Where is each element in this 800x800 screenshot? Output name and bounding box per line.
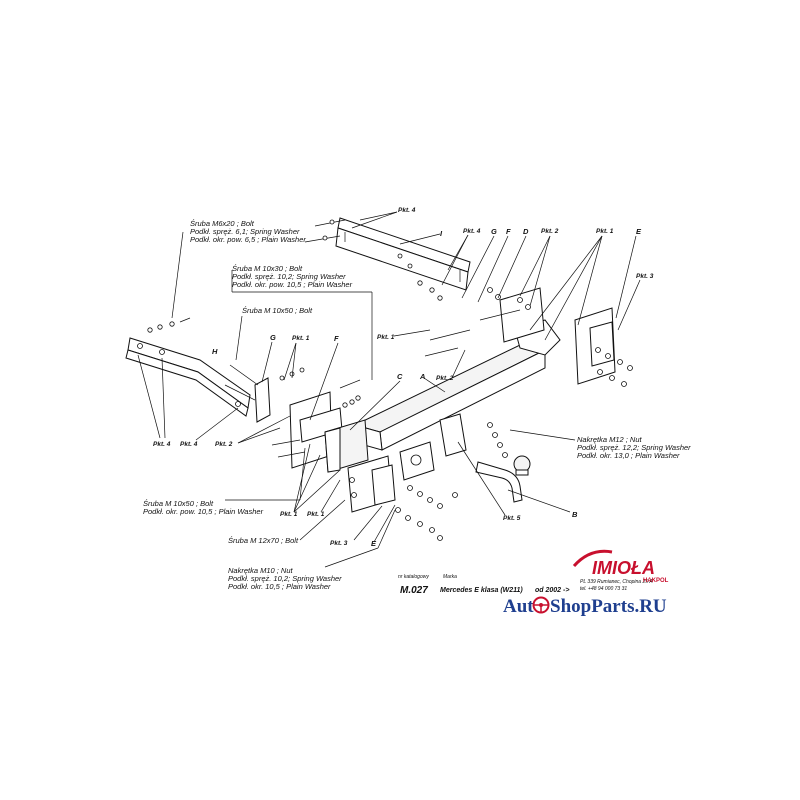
svg-text:Podkł. spręż. 6,1; Spring Wash: Podkł. spręż. 6,1; Spring Washer xyxy=(190,227,300,236)
tag-pkt1-g: Pkt. 1 xyxy=(292,335,310,342)
letter-c: C xyxy=(397,372,403,381)
tag-pkt4-left2: Pkt. 4 xyxy=(180,441,198,448)
callout-bolt-m12x70: Śruba M 12x70 ; Bolt xyxy=(228,536,299,545)
steering-wheel-icon xyxy=(532,596,550,614)
letter-f-top: F xyxy=(506,227,511,236)
tag-pkt2-mid: Pkt. 2 xyxy=(436,375,454,382)
svg-text:Nakrętka M10 ; Nut: Nakrętka M10 ; Nut xyxy=(228,566,294,575)
callout-bolt-m10x50-top: Śruba M 10x50 ; Bolt xyxy=(242,306,313,315)
svg-text:Podkł. spręż. 10,2; Spring Was: Podkł. spręż. 10,2; Spring Washer xyxy=(232,272,346,281)
model-year: od 2002 -> xyxy=(535,587,569,594)
letter-a: A xyxy=(419,372,425,381)
part-d-plate xyxy=(499,287,545,343)
svg-text:Podkł. okr. pow. 10,5 ; Plain: Podkł. okr. pow. 10,5 ; Plain Washer xyxy=(232,280,353,289)
brand-name: IMIOŁA xyxy=(592,558,655,578)
callout-bolt-m10x50-bottom: Śruba M 10x50 ; Bolt Podkł. okr. pow. 10… xyxy=(143,499,264,516)
callout-nut-m12: Nakrętka M12 ; Nut Podkł. spręż. 12,2; S… xyxy=(577,435,691,460)
tag-pkt1-bottom2: Pkt. 1 xyxy=(307,511,325,518)
svg-text:Śruba M 10x50 ; Bolt: Śruba M 10x50 ; Bolt xyxy=(143,499,214,508)
brand-sub: HAKPOL xyxy=(643,578,669,584)
part-g-plate xyxy=(254,377,271,423)
tag-pkt4-mid: Pkt. 4 xyxy=(463,228,481,235)
tag-pkt3-right: Pkt. 3 xyxy=(636,273,654,280)
callout-bolt-m10x30: Śruba M 10x30 ; Bolt Podkł. spręż. 10,2;… xyxy=(232,264,353,289)
watermark-text-part2: ShopParts.RU xyxy=(550,596,667,617)
svg-text:Śruba M6x20 ; Bolt: Śruba M6x20 ; Bolt xyxy=(190,219,255,228)
letter-d: D xyxy=(523,227,529,236)
svg-text:Podkł. okr. 10,5 ; Plain Washe: Podkł. okr. 10,5 ; Plain Washer xyxy=(228,582,331,591)
leader-lines xyxy=(137,211,641,568)
pkt-tags: Pkt. 4 Pkt. 4 Pkt. 2 Pkt. 1 Pkt. 3 Pkt. … xyxy=(153,207,654,547)
part-h-bracket xyxy=(125,337,251,417)
tag-pkt1-right: Pkt. 1 xyxy=(596,228,614,235)
pkt5-bracket xyxy=(439,413,467,457)
part-e-right-bracket xyxy=(574,307,616,385)
letter-i: I xyxy=(440,229,443,238)
part-e-lower-bracket xyxy=(347,455,396,513)
part-i-bracket xyxy=(335,217,471,291)
watermark: Aut ShopParts.RU xyxy=(503,596,667,617)
svg-text:Podkł. okr. pow. 10,5 ; Plain: Podkł. okr. pow. 10,5 ; Plain Washer xyxy=(143,507,264,516)
svg-text:Podkł. spręż. 10,2; Spring Was: Podkł. spręż. 10,2; Spring Washer xyxy=(228,574,342,583)
svg-text:Podkł. okr. 13,0 ; Plain Washe: Podkł. okr. 13,0 ; Plain Washer xyxy=(577,451,680,460)
svg-text:Nakrętka M12 ; Nut: Nakrętka M12 ; Nut xyxy=(577,435,643,444)
catalog-code: M.027 xyxy=(400,585,428,596)
title-block-label-left: nr katalogowy xyxy=(398,574,429,580)
letter-e-bottom: E xyxy=(371,539,377,548)
tag-pkt2-top: Pkt. 2 xyxy=(541,228,559,235)
tag-pkt1-mid: Pkt. 1 xyxy=(377,334,395,341)
letter-f-left: F xyxy=(334,334,339,343)
tag-pkt4-top: Pkt. 4 xyxy=(398,207,416,214)
watermark-text-part1: Aut xyxy=(503,596,534,617)
svg-text:Podkł. spręż. 12,2; Spring Wa: Podkł. spręż. 12,2; Spring Washer xyxy=(577,443,691,452)
tag-pkt5: Pkt. 5 xyxy=(503,515,521,522)
tag-pkt3-bottom: Pkt. 3 xyxy=(330,540,348,547)
part-letters: I G F D E H G F C A E B xyxy=(212,227,642,548)
letter-g-top: G xyxy=(491,227,497,236)
tag-pkt1-bottom1: Pkt. 1 xyxy=(280,511,298,518)
letter-g-left: G xyxy=(270,333,276,342)
socket-plate xyxy=(399,441,435,481)
callout-nut-m10: Nakrętka M10 ; Nut Podkł. spręż. 10,2; S… xyxy=(228,566,342,591)
brand-swoosh-icon xyxy=(572,549,613,568)
svg-text:Śruba M 12x70 ; Bolt: Śruba M 12x70 ; Bolt xyxy=(228,536,299,545)
svg-text:Podkł. okr. pow. 6,5 ; Plain W: Podkł. okr. pow. 6,5 ; Plain Washer xyxy=(190,235,306,244)
letter-e-top: E xyxy=(636,227,642,236)
fasteners xyxy=(147,219,633,541)
svg-text:Śruba M 10x30 ; Bolt: Śruba M 10x30 ; Bolt xyxy=(232,264,303,273)
tag-pkt2-left: Pkt. 2 xyxy=(215,441,233,448)
letter-h: H xyxy=(212,347,218,356)
part-c-block xyxy=(324,419,369,473)
tag-pkt4-left1: Pkt. 4 xyxy=(153,441,171,448)
callout-bolt-m6: Śruba M6x20 ; Bolt Podkł. spręż. 6,1; Sp… xyxy=(190,219,306,244)
part-b-tow-ball xyxy=(475,455,531,503)
brand-logo: IMIOŁA HAKPOL xyxy=(572,549,669,584)
title-block-label-right: Marka xyxy=(443,574,457,580)
letter-b: B xyxy=(572,510,578,519)
svg-text:Śruba M 10x50 ; Bolt: Śruba M 10x50 ; Bolt xyxy=(242,306,313,315)
title-block: nr katalogowy Marka M.027 Mercedes E kla… xyxy=(398,574,653,596)
address-line-2: tel. +48 94 000 73 31 xyxy=(580,586,627,592)
vehicle-model: Mercedes E klasa (W211) xyxy=(440,587,523,594)
address-line-1: PL 339 Rumianec, Chopina 25 A xyxy=(580,579,653,585)
